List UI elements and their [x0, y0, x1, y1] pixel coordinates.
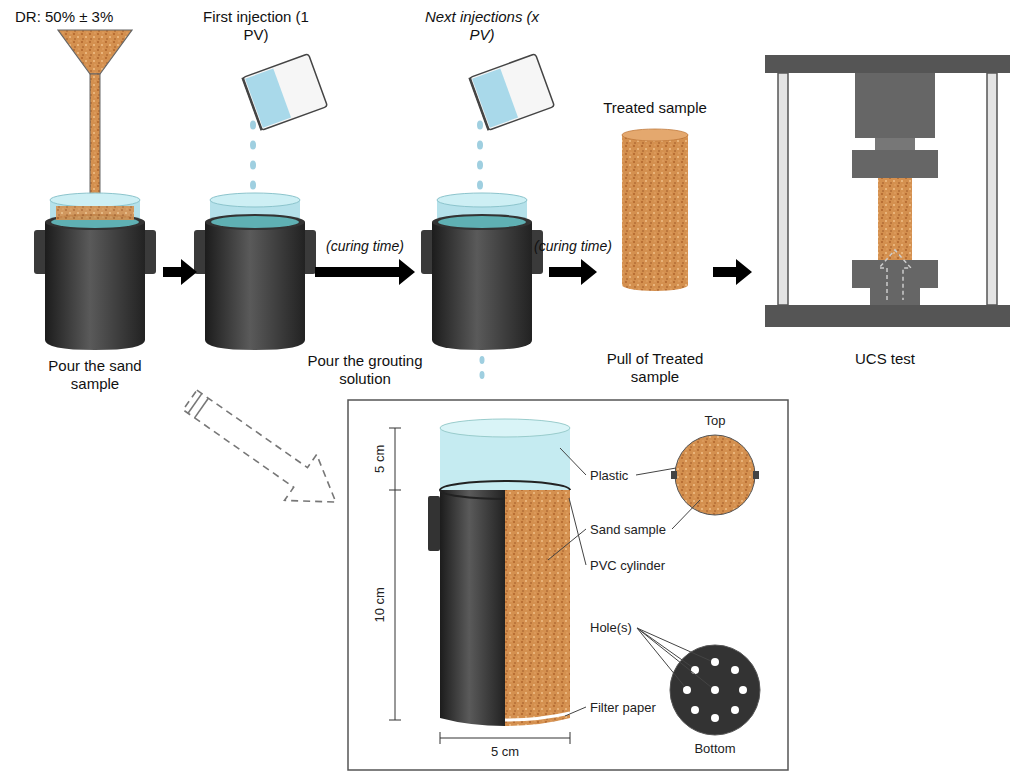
step-caption: Pour the grouting solution [290, 352, 440, 388]
step-caption: Pour the sand sample [35, 357, 155, 393]
part-label: PVC cylinder [590, 558, 665, 574]
part-label: Sand sample [590, 522, 666, 538]
step-heading: Treated sample [600, 99, 710, 117]
flow-arrow [163, 259, 197, 285]
process-step: UCS test [755, 5, 1015, 385]
dimension-label: 5 cm [491, 744, 519, 760]
dimension-label: 5 cm [372, 445, 388, 473]
process-step: Next injections (x PV) [418, 5, 546, 385]
process-step: DR: 50% ± 3% Pour the sand sample [15, 5, 160, 400]
step-heading: DR: 50% ± 3% [15, 8, 155, 26]
part-label: Filter paper [590, 700, 656, 716]
process-step: First injection (1 PV) [200, 5, 312, 385]
edge-label: (curing time) [534, 238, 612, 255]
part-label: Top [705, 413, 726, 429]
part-label: Bottom [694, 741, 735, 757]
part-label: Hole(s) [590, 620, 632, 636]
step-heading: UCS test [755, 350, 1015, 368]
dimension-label: 10 cm [372, 587, 388, 622]
process-step: Treated samplePull of Treated sample [600, 95, 710, 390]
flow-arrow [713, 259, 752, 285]
edge-label: (curing time) [326, 238, 404, 255]
step-heading: Next injections (x PV) [418, 8, 546, 44]
step-heading: First injection (1 PV) [200, 8, 312, 44]
flow-arrow [315, 259, 415, 285]
flow-arrow [549, 259, 597, 285]
step-caption: Pull of Treated sample [600, 350, 710, 386]
part-label: Plastic [590, 468, 628, 484]
